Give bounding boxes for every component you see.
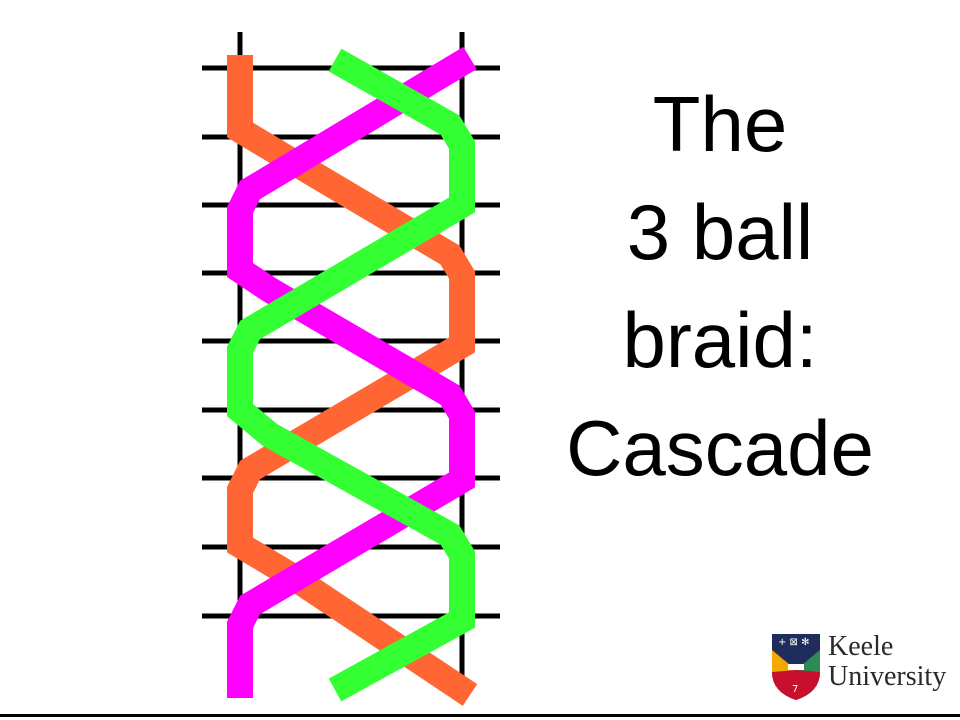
title-line-2: 3 ball [626,188,814,276]
bottom-rule [0,714,960,717]
strand-magenta [227,46,477,698]
logo-name-line1: Keele [828,631,894,662]
title-line-3: braid: [622,296,818,384]
strand-green [227,48,475,702]
svg-text:7: 7 [792,684,798,695]
title-line-4: Cascade [566,404,874,492]
university-shield-icon: + ⊠ ✻ 7 [772,634,820,700]
svg-text:+ ⊠ ✻: + ⊠ ✻ [778,637,810,648]
title-line-1: The [652,80,788,168]
strand-orange [227,55,478,706]
title: The 3 ball braid: Cascade [540,70,900,502]
logo-name-line2: University [828,661,947,692]
keele-logo: + ⊠ ✻ 7 Keele University [770,632,950,702]
braid-strands [227,46,478,706]
